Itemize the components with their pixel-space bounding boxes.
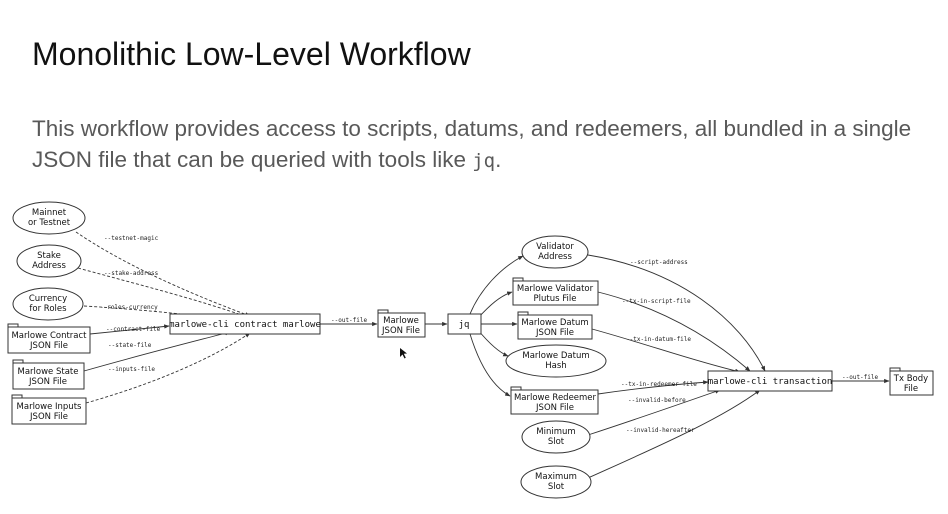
svg-text:Address: Address	[538, 252, 572, 262]
svg-text:or Testnet: or Testnet	[28, 218, 71, 228]
label-testnet-magic: --testnet-magic	[104, 235, 159, 242]
svg-text:Mainnet: Mainnet	[32, 208, 67, 218]
node-datum-hash: Marlowe Datum Hash	[505, 344, 607, 378]
svg-text:JSON File: JSON File	[381, 326, 420, 336]
svg-text:Marlowe: Marlowe	[383, 316, 419, 326]
label-state-file: --state-file	[108, 342, 152, 349]
label-stake-address: --stake-address	[104, 270, 159, 277]
svg-text:for Roles: for Roles	[29, 304, 67, 314]
svg-text:Marlowe Inputs: Marlowe Inputs	[17, 402, 82, 412]
svg-text:Validator: Validator	[536, 242, 574, 252]
svg-text:Marlowe State: Marlowe State	[18, 367, 79, 377]
slide-description: This workflow provides access to scripts…	[32, 113, 932, 177]
label-inputs-file: --inputs-file	[108, 366, 155, 373]
svg-text:Currency: Currency	[29, 294, 67, 304]
svg-text:JSON File: JSON File	[535, 403, 574, 413]
edge-tx-in-datum-file	[591, 328, 741, 373]
edge-stake-address	[77, 267, 251, 319]
svg-text:JSON File: JSON File	[535, 328, 574, 338]
edge-testnet-magic	[75, 231, 251, 317]
edge-roles-currency	[83, 305, 236, 322]
label-tx-in-script-file: --tx-in-script-file	[622, 298, 691, 305]
svg-text:Slot: Slot	[548, 437, 565, 447]
node-validator-plutus-file: Marlowe Validator Plutus File	[512, 277, 599, 306]
edge-state-file	[83, 331, 231, 372]
node-cli-transaction: marlowe-cli transaction	[707, 370, 833, 392]
edge-invalid-hereafter	[587, 389, 761, 479]
mouse-cursor-icon	[400, 348, 407, 359]
node-minimum-slot: Minimum Slot	[521, 420, 591, 454]
node-currency-roles: Currency for Roles	[12, 287, 84, 321]
node-inputs-file: Marlowe Inputs JSON File	[11, 394, 87, 425]
svg-text:JSON File: JSON File	[28, 377, 67, 387]
svg-text:Stake: Stake	[37, 251, 61, 261]
edge-jq-to-plutus	[477, 291, 513, 319]
node-validator-address: Validator Address	[521, 235, 589, 269]
label-roles-currency: --roles-currency	[100, 304, 158, 311]
label-invalid-before: --invalid-before	[628, 397, 686, 404]
description-end: .	[495, 147, 502, 172]
label-contract-file: --contract-file	[106, 326, 161, 333]
svg-text:jq: jq	[459, 320, 470, 330]
edge-jq-to-datum-hash	[477, 329, 509, 357]
svg-text:JSON File: JSON File	[29, 412, 68, 422]
slide-title: Monolithic Low-Level Workflow	[32, 36, 471, 72]
edge-jq-to-validator-address	[469, 255, 524, 315]
node-maximum-slot: Maximum Slot	[520, 465, 592, 499]
svg-text:JSON File: JSON File	[29, 341, 68, 351]
label-out-file-1: --out-file	[331, 317, 368, 324]
svg-text:Plutus File: Plutus File	[534, 294, 577, 304]
node-contract-file: Marlowe Contract JSON File	[7, 323, 91, 354]
svg-text:Marlowe Datum: Marlowe Datum	[521, 318, 588, 328]
edge-inputs-file	[85, 332, 251, 404]
svg-text:Marlowe Datum: Marlowe Datum	[522, 351, 589, 361]
svg-text:Tx Body: Tx Body	[893, 374, 928, 384]
edge-script-address	[587, 254, 766, 372]
label-script-address: --script-address	[630, 259, 688, 266]
svg-text:File: File	[904, 384, 918, 394]
svg-text:marlowe-cli contract marlowe: marlowe-cli contract marlowe	[169, 320, 321, 330]
svg-text:Marlowe Validator: Marlowe Validator	[517, 284, 594, 294]
svg-text:Marlowe Redeemer: Marlowe Redeemer	[514, 393, 597, 403]
node-jq: jq	[447, 313, 482, 335]
description-code: jq	[472, 150, 496, 172]
edge-contract-file	[89, 324, 170, 335]
node-tx-body-file: Tx Body File	[889, 367, 934, 396]
svg-text:Marlowe Contract: Marlowe Contract	[11, 331, 87, 341]
node-marlowe-json-file: Marlowe JSON File	[377, 309, 426, 338]
node-state-file: Marlowe State JSON File	[12, 359, 85, 390]
label-invalid-hereafter: --invalid-hereafter	[626, 427, 695, 434]
label-out-file-2: --out-file	[842, 374, 879, 381]
svg-text:Address: Address	[32, 261, 66, 271]
edge-labels: --testnet-magic --stake-address --roles-…	[100, 235, 879, 434]
node-datum-json-file: Marlowe Datum JSON File	[517, 311, 593, 340]
svg-text:Maximum: Maximum	[535, 472, 577, 482]
label-tx-in-redeemer-file: --tx-in-redeemer-file	[621, 381, 697, 388]
node-stake-address: Stake Address	[16, 244, 82, 278]
svg-text:marlowe-cli transaction: marlowe-cli transaction	[708, 377, 833, 387]
label-tx-in-datum-file: --tx-in-datum-file	[626, 336, 691, 343]
node-redeemer-json-file: Marlowe Redeemer JSON File	[510, 386, 599, 415]
description-text: This workflow provides access to scripts…	[32, 116, 912, 172]
edge-invalid-before	[587, 389, 721, 436]
node-cli-contract-marlowe: marlowe-cli contract marlowe	[169, 313, 321, 335]
node-mainnet-testnet: Mainnet or Testnet	[12, 201, 86, 235]
edges	[75, 231, 890, 479]
svg-text:Hash: Hash	[545, 361, 566, 371]
edge-tx-in-redeemer-file	[597, 380, 709, 395]
edge-jq-to-redeemer	[469, 333, 511, 397]
edge-tx-in-script-file	[597, 291, 751, 372]
svg-text:Minimum: Minimum	[536, 427, 575, 437]
svg-text:Slot: Slot	[548, 482, 565, 492]
